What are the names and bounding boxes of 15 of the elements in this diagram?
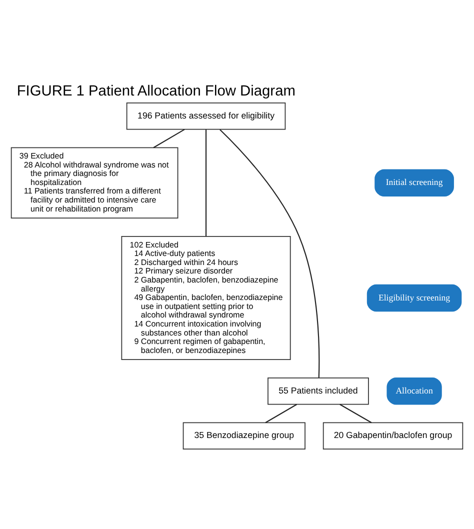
connector <box>153 128 185 148</box>
node-box: 39 Excluded 28 Alcohol withdrawal syndrome was not the primary diagnosis for hospitalization 11 Patients transferred from a different facility or admitted to intensive care unit or rehabilitation program <box>10 146 178 218</box>
connector <box>205 129 207 236</box>
node-box: Eligibility screening <box>366 284 462 312</box>
node-box: 20 Gabapentin/baclofen group <box>322 422 464 449</box>
connector <box>340 403 372 423</box>
node-box: 35 Benzodiazepine group <box>182 422 306 449</box>
connector <box>265 403 298 423</box>
connector <box>220 128 320 378</box>
node-box: 196 Patients assessed for eligibility <box>126 102 286 130</box>
node-box: Allocation <box>386 377 442 404</box>
node-box: 102 Excluded 14 Active-duty patients 2 Discharged within 24 hours 12 Primary seizure disorder 2 Gabapentin, baclofen, benzodiazepine allergy 49 Gabapentin, baclofen, benzodiazepine use in outpatient setting prior to alcohol withdrawal syndrome 14 Concurrent intoxication involving substances other than alcohol 9 Concurrent regimen of gabapentin, baclofen, or benzodiazepines <box>121 235 291 360</box>
diagram-title: FIGURE 1 Patient Allocation Flow Diagram <box>16 83 296 100</box>
node-box: Initial screening <box>374 168 454 196</box>
node-box: 55 Patients included <box>268 377 369 404</box>
